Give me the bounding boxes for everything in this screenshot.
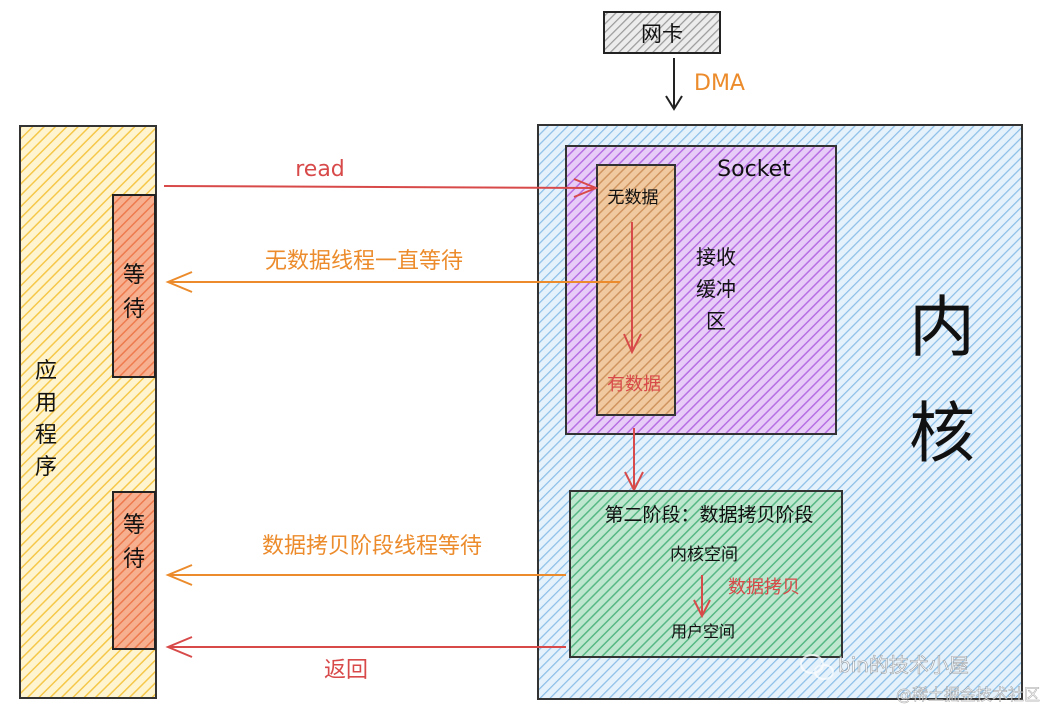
- read-arrow: read: [163, 157, 599, 198]
- receive-buffer-label-1: 接收: [696, 245, 736, 269]
- wait-box-2: 等 待: [112, 491, 156, 650]
- receive-buffer-label-3: 区: [706, 309, 726, 333]
- data-copy-label: 数据拷贝: [728, 577, 800, 598]
- nic-label: 网卡: [641, 22, 683, 46]
- wait2-label-2: 待: [123, 547, 145, 572]
- socket-label: Socket: [717, 157, 791, 182]
- wait-copy-arrow: 数据拷贝阶段线程等待: [165, 534, 566, 586]
- kernel-label-1: 内: [909, 289, 975, 366]
- watermark-account: bin的技术小屋: [838, 653, 969, 677]
- wait-no-data-arrow: 无数据线程一直等待: [165, 249, 620, 293]
- wait2-label-1: 等: [123, 513, 145, 538]
- watermark-site: @稀土掘金技术社区: [896, 685, 1040, 704]
- watermark: bin的技术小屋 @稀土掘金技术社区: [800, 653, 1040, 704]
- kernel-label-2: 核: [909, 395, 975, 472]
- buffer-has-data-label: 有数据: [607, 374, 661, 395]
- return-arrow: 返回: [165, 636, 566, 683]
- wait1-label-2: 待: [123, 297, 145, 322]
- app-label-3: 程: [35, 423, 57, 448]
- app-label-1: 应: [35, 359, 57, 384]
- stage2-box: 第二阶段：数据拷贝阶段 内核空间 数据拷贝 用户空间: [569, 490, 843, 658]
- wait-copy-label: 数据拷贝阶段线程等待: [262, 534, 482, 559]
- app-label-2: 用: [35, 391, 57, 416]
- kernel-space-label: 内核空间: [670, 545, 738, 565]
- receive-buffer-label-2: 缓冲: [696, 277, 736, 301]
- dma-label: DMA: [694, 71, 745, 96]
- wechat-icon: [800, 654, 834, 680]
- wait-box-1: 等 待: [112, 194, 156, 378]
- return-label: 返回: [324, 658, 368, 683]
- buffer-no-data-label: 无数据: [608, 188, 659, 208]
- application-panel: 应 用 程 序: [19, 125, 157, 699]
- read-label: read: [295, 157, 345, 182]
- dma-arrow: DMA: [665, 58, 745, 111]
- receive-buffer: 无数据 有数据: [596, 164, 676, 416]
- app-label-4: 序: [35, 455, 57, 480]
- wait1-label-1: 等: [123, 263, 145, 288]
- wait-no-data-label: 无数据线程一直等待: [265, 249, 463, 274]
- nic-node: 网卡: [603, 11, 721, 54]
- stage2-title: 第二阶段：数据拷贝阶段: [604, 504, 813, 526]
- user-space-label: 用户空间: [671, 622, 735, 641]
